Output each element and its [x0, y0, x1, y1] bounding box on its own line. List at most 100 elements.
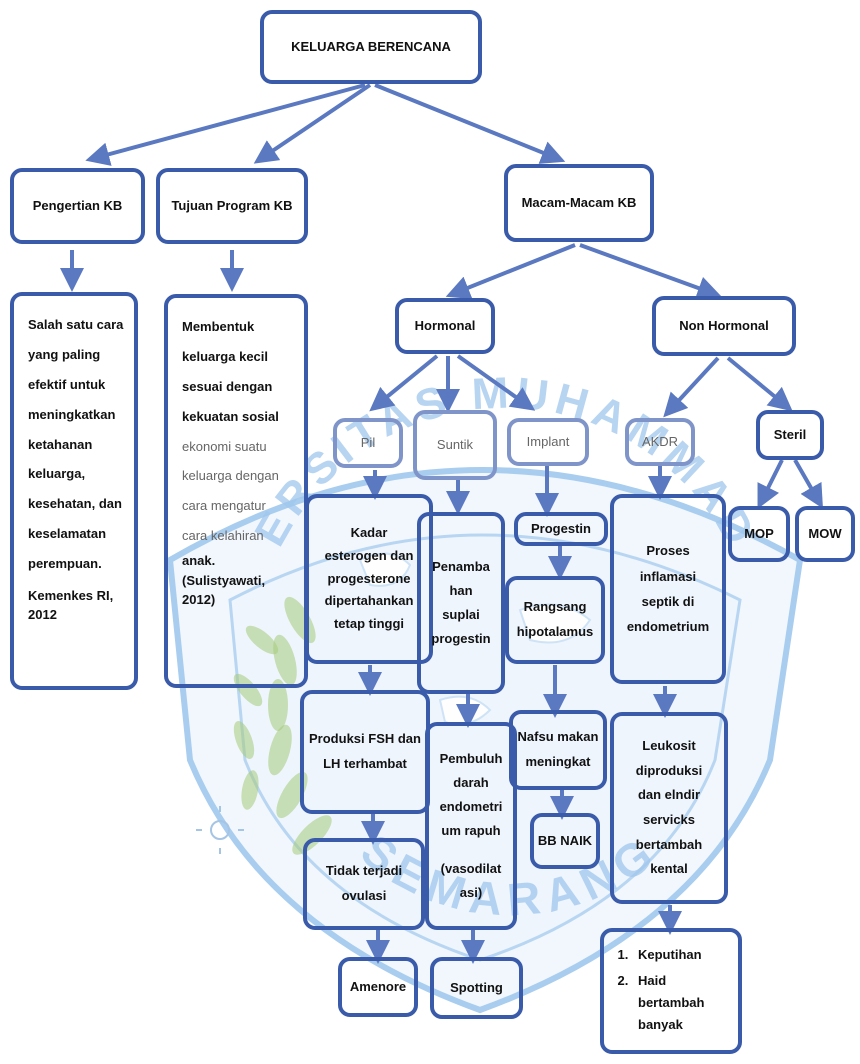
- node-hormonal: Hormonal: [395, 298, 495, 354]
- tujuan-line: cara kelahiran: [182, 528, 264, 544]
- node-steril: Steril: [756, 410, 824, 460]
- node-macam-macam-kb-label: Macam-Macam KB: [521, 195, 637, 211]
- tujuan-line: keluarga dengan: [182, 468, 279, 484]
- hipotalamus-line: Rangsang: [523, 599, 587, 615]
- kadar-line: tetap tinggi: [333, 616, 405, 632]
- arrow-hormonal-to-implant: [456, 354, 536, 411]
- node-keluarga-berencana-label: KELUARGA BERENCANA: [291, 39, 451, 55]
- pengertian-line: kesehatan, dan: [28, 496, 122, 512]
- ovulasi-line: ovulasi: [341, 888, 387, 903]
- effects-list: Keputihan Haid bertambah banyak: [608, 944, 730, 1036]
- pembuluh-note-line: (vasodilat: [440, 861, 502, 877]
- ovulasi-line: Tidak terjadi: [325, 863, 403, 879]
- arrow-steril-to-mop: [757, 459, 784, 509]
- node-non-hormonal: Non Hormonal: [652, 296, 796, 356]
- arrow-nonhormonal-to-akdr: [663, 356, 720, 418]
- proses-line: Proses: [646, 543, 690, 559]
- pembuluh-line: Pembuluh: [439, 750, 503, 766]
- fsh-line: LH terhambat: [323, 756, 407, 771]
- pengertian-line: keluarga,: [28, 466, 86, 482]
- fsh-line: Produksi FSH dan: [309, 731, 421, 747]
- pembuluh-line: darah: [453, 774, 489, 790]
- node-steril-label: Steril: [773, 427, 807, 443]
- penambahan-line: Penamba: [432, 558, 490, 574]
- node-amenore: Amenore: [338, 957, 418, 1017]
- node-proses-inflamasi: Proses inflamasi septik di endometrium: [610, 494, 726, 684]
- node-pengertian-kb: Pengertian KB: [10, 168, 145, 244]
- node-mop-label: MOP: [744, 526, 774, 542]
- arrow-macam-to-hormonal: [445, 243, 576, 299]
- tujuan-line: cara mengatur: [182, 498, 266, 514]
- leukosit-line: servicks: [642, 812, 696, 827]
- node-pengertian-desc: Salah satu cara yang paling efektif untu…: [10, 292, 138, 690]
- proses-line: endometrium: [626, 619, 710, 635]
- nafsu-line: Nafsu makan: [517, 729, 599, 745]
- node-mow: MOW: [795, 506, 855, 562]
- leukosit-line: dan elndir: [637, 787, 701, 803]
- node-progestin: Progestin: [514, 512, 608, 546]
- kadar-line: dipertahankan: [324, 593, 414, 609]
- pembuluh-line: endometri: [439, 798, 503, 814]
- nafsu-line: meningkat: [525, 754, 591, 769]
- node-mow-label: MOW: [808, 526, 842, 542]
- tujuan-line: ekonomi suatu: [182, 438, 267, 454]
- pembuluh-line: um rapuh: [441, 823, 501, 838]
- tujuan-line: Membentuk: [182, 319, 255, 334]
- proses-line: septik di: [641, 594, 695, 609]
- node-implant-label: Implant: [526, 434, 570, 450]
- kadar-line: Kadar: [350, 525, 388, 541]
- node-tujuan-desc: Membentuk keluarga kecil sesuai dengan k…: [164, 294, 308, 688]
- node-tujuan-program-kb-label: Tujuan Program KB: [171, 198, 293, 214]
- node-progestin-label: Progestin: [531, 521, 591, 537]
- node-amenore-label: Amenore: [349, 979, 407, 995]
- pengertian-line: yang paling: [28, 346, 101, 362]
- hipotalamus-line: hipotalamus: [516, 624, 594, 639]
- node-pengertian-kb-label: Pengertian KB: [32, 198, 123, 214]
- watermark-leaf-wreath: [233, 596, 332, 855]
- tujuan-source: (Sulistyawati,: [182, 572, 266, 588]
- kadar-line: progesterone: [327, 570, 411, 586]
- pengertian-line: perempuan.: [28, 556, 102, 572]
- pengertian-line: efektif untuk: [28, 376, 106, 392]
- node-leukosit: Leukosit diproduksi dan elndir servicks …: [610, 712, 728, 904]
- node-kadar-esterogen: Kadar esterogen dan progesterone diperta…: [305, 494, 433, 664]
- node-mop: MOP: [728, 506, 790, 562]
- effects-list-item: Keputihan: [632, 944, 730, 966]
- node-pembuluh-darah: Pembuluh darah endometri um rapuh (vasod…: [425, 722, 517, 930]
- node-suntik-label: Suntik: [436, 437, 474, 453]
- arrow-root-to-pengertian: [85, 83, 366, 166]
- node-tidak-ovulasi: Tidak terjadi ovulasi: [303, 838, 425, 930]
- node-akdr: AKDR: [625, 418, 695, 466]
- node-spotting: Spotting: [430, 957, 523, 1019]
- arrow-steril-to-mow: [793, 459, 823, 509]
- leukosit-line: bertambah: [635, 836, 703, 852]
- node-penambahan-progestin: Penamba han suplai progestin: [417, 512, 505, 694]
- node-bb-naik-label: BB NAIK: [537, 833, 593, 849]
- effects-list-item: Haid bertambah banyak: [632, 970, 730, 1036]
- node-rangsang-hipotalamus: Rangsang hipotalamus: [505, 576, 605, 664]
- penambahan-line: progestin: [431, 631, 491, 647]
- node-keputihan-haid: Keputihan Haid bertambah banyak: [600, 928, 742, 1054]
- pengertian-line: ketahanan: [28, 436, 93, 452]
- pengertian-source: Kemenkes RI,: [28, 588, 114, 604]
- penambahan-line: suplai: [442, 607, 480, 622]
- node-akdr-label: AKDR: [641, 434, 679, 450]
- node-implant: Implant: [507, 418, 589, 466]
- node-tujuan-program-kb: Tujuan Program KB: [156, 168, 308, 244]
- leukosit-line: diproduksi: [635, 762, 703, 778]
- pengertian-source: 2012: [28, 606, 57, 622]
- tujuan-line: sesuai dengan: [182, 378, 273, 394]
- node-macam-macam-kb: Macam-Macam KB: [504, 164, 654, 242]
- tujuan-line: kekuatan sosial: [182, 408, 279, 424]
- tujuan-line: anak.: [182, 553, 216, 569]
- pembuluh-note-line: asi): [459, 885, 483, 901]
- arrow-root-to-macam: [374, 83, 566, 164]
- watermark-sun-icon: [196, 806, 244, 854]
- leukosit-line: Leukosit: [642, 737, 696, 753]
- proses-line: inflamasi: [639, 568, 697, 584]
- leukosit-line: kental: [650, 861, 688, 877]
- node-hormonal-label: Hormonal: [414, 318, 476, 334]
- tujuan-line: keluarga kecil: [182, 348, 268, 364]
- arrow-macam-to-nonhormonal: [579, 243, 722, 300]
